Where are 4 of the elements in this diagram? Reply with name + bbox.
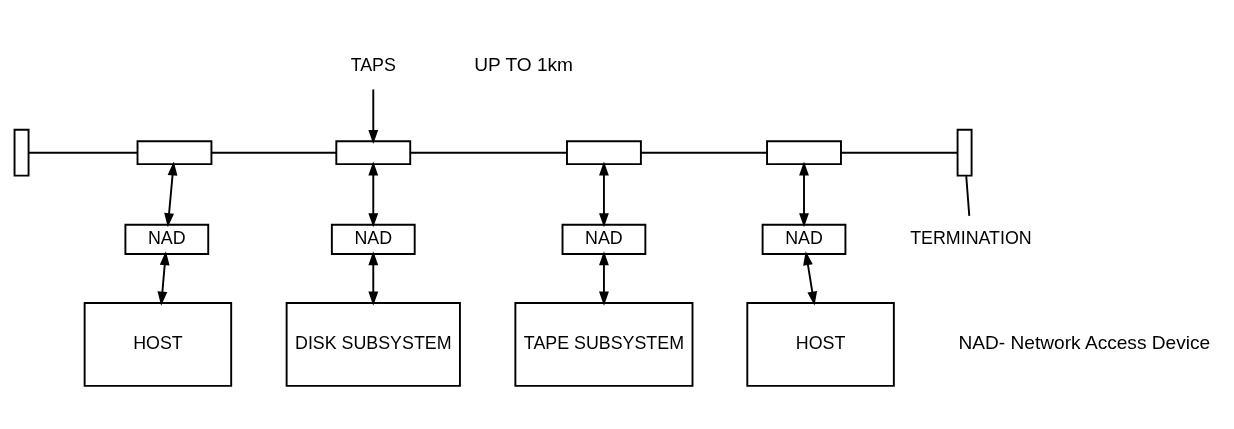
label: NAD- Network Access Device: [958, 331, 1211, 353]
label: UP TO 1km: [474, 53, 574, 75]
node-text: TAPS: [350, 54, 396, 75]
node-text: TERMINATION: [910, 228, 1032, 249]
